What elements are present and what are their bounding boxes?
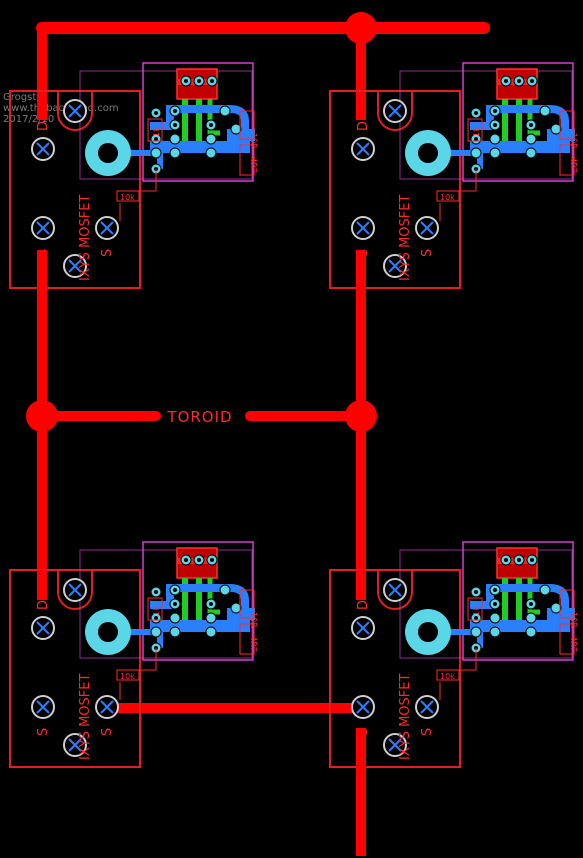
toroid-label: TOROID (166, 408, 232, 426)
credit-date: 2017/2/10 (3, 114, 55, 125)
drain-label: D (356, 600, 371, 610)
resistor-10k-label: 10k (440, 672, 455, 681)
resistor-4r7-label: 4R7 (249, 157, 258, 173)
resistor-10k-label: 10k (440, 193, 455, 202)
module-top-left: IXYS MOSFET D S S 10k 1k 10R 4R7 (10, 63, 258, 288)
source-label-2: S (420, 249, 435, 257)
module-bottom-right: IXYS MOSFET D S S 10k 1k 10R 4R7 (330, 542, 578, 767)
credit-author: Grogster (3, 92, 47, 103)
credit-site: www.thebackshed.com (3, 103, 119, 114)
resistor-4r7-label: 4R7 (569, 636, 578, 652)
resistor-10r-label: 10R (249, 612, 258, 628)
resistor-1k-label: 1k (152, 127, 161, 137)
source-label-2: S (100, 728, 115, 736)
drain-label: D (356, 121, 371, 131)
mosfet-label: IXYS MOSFET (398, 195, 413, 281)
resistor-10k-label: 10k (120, 672, 135, 681)
resistor-10k-label: 10k (120, 193, 135, 202)
mosfet-label: IXYS MOSFET (398, 674, 413, 760)
module-bottom-left: IXYS MOSFET D S S 10k 1k 10R 4R7 (10, 542, 258, 767)
resistor-4r7-label: 4R7 (249, 636, 258, 652)
source-label-2: S (420, 728, 435, 736)
mosfet-label: IXYS MOSFET (78, 674, 93, 760)
resistor-1k-label: 1k (472, 127, 481, 137)
drain-label: D (36, 121, 51, 131)
resistor-10r-label: 10R (249, 133, 258, 149)
resistor-4r7-label: 4R7 (569, 157, 578, 173)
source-label-1: S (36, 728, 51, 736)
resistor-10r-label: 10R (569, 133, 578, 149)
resistor-1k-label: 1k (152, 606, 161, 616)
drain-label: D (36, 600, 51, 610)
resistor-10r-label: 10R (569, 612, 578, 628)
module-top-right: IXYS MOSFET D S S 10k 1k 10R 4R7 (330, 63, 578, 288)
resistor-1k-label: 1k (472, 606, 481, 616)
node-left-mid (26, 400, 58, 432)
source-label-2: S (100, 249, 115, 257)
node-right-mid (345, 400, 377, 432)
mosfet-label: IXYS MOSFET (78, 195, 93, 281)
